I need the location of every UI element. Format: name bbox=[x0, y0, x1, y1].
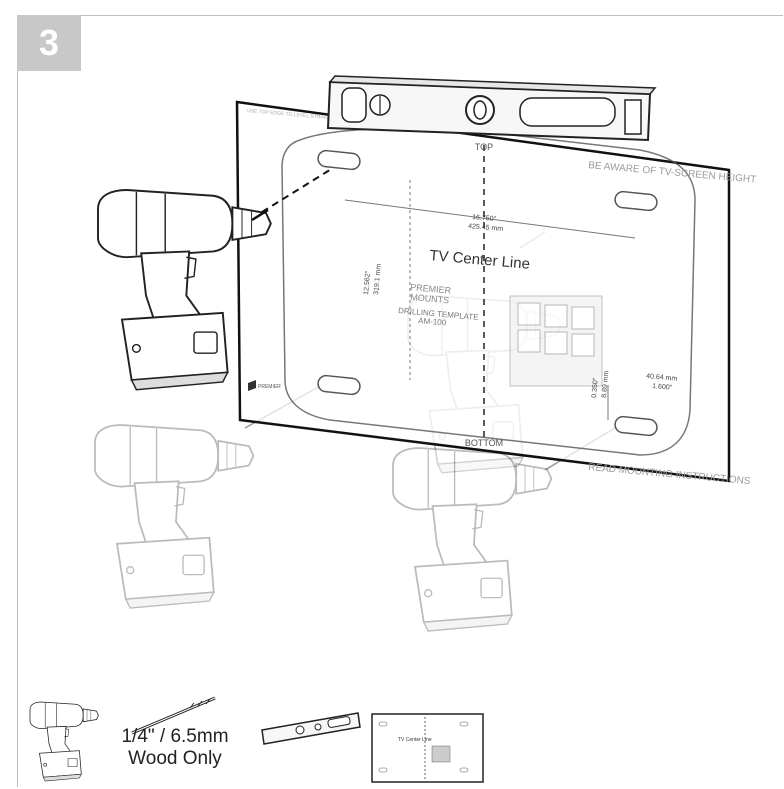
template-brand-line2: MOUNTS bbox=[410, 292, 450, 305]
template-bottom-label: BOTTOM bbox=[465, 438, 503, 448]
tool-level-icon bbox=[261, 712, 361, 745]
template-top-label: TOP bbox=[475, 142, 493, 152]
brand-logo-small: PREMIER bbox=[248, 380, 281, 391]
step-number-badge: 3 bbox=[17, 15, 81, 71]
template-brand-line1: PREMIER bbox=[410, 282, 452, 296]
drill-ghost-bottom-right bbox=[392, 447, 553, 632]
warning-icons-grid bbox=[509, 295, 603, 387]
drilling-template-sheet: TOP BOTTOM BE AWARE OF TV-SCREEN HEIGHT … bbox=[235, 100, 757, 487]
drill-bit-spec: 1/4" / 6.5mm Wood Only bbox=[100, 726, 250, 770]
tool-template-thumbnail: TV Center Line bbox=[371, 713, 484, 783]
dim-side-mm: 40.64 mm bbox=[646, 373, 678, 383]
dim-height-in: 12.562" bbox=[363, 270, 372, 295]
dim-offset-mm: 8.89 mm bbox=[601, 370, 610, 398]
dim-width-mm: 425.45 mm bbox=[468, 223, 504, 233]
svg-text:PREMIER: PREMIER bbox=[258, 384, 281, 390]
drill-ghost-bottom-left bbox=[94, 424, 255, 609]
thumb-center-line: TV Center Line bbox=[398, 737, 432, 743]
drill-bit-size: 1/4" / 6.5mm bbox=[121, 726, 229, 747]
dim-height-mm: 319.1 mm bbox=[373, 263, 383, 295]
drill-bit-material: Wood Only bbox=[128, 748, 222, 769]
spirit-level-tool bbox=[326, 75, 657, 142]
dim-width-in: 16.750" bbox=[472, 214, 497, 223]
dim-side-in: 1.600" bbox=[652, 383, 673, 392]
dim-offset-in: 0.350" bbox=[591, 377, 600, 398]
tool-drill-icon bbox=[29, 701, 99, 782]
tool-drill-bit-icon bbox=[131, 696, 216, 735]
template-title-line2: AM-100 bbox=[418, 316, 447, 327]
